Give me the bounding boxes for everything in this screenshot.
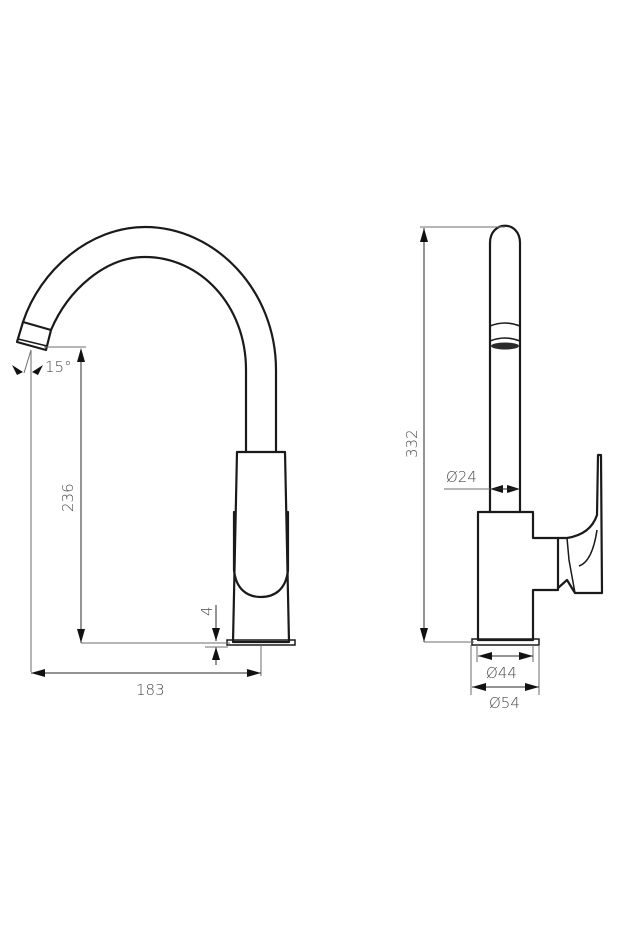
aerator-ring-upper (489, 322, 521, 327)
aerator-ring-mid (489, 337, 521, 342)
thickness-4-arrow-down (212, 628, 220, 641)
reach-183-arrow-right (247, 669, 261, 677)
height-332-arrow-top (420, 228, 428, 242)
side-view: 15° 236 4 183 (12, 225, 296, 699)
thickness-4-label: 4 (198, 606, 216, 616)
aerator-ring (17, 338, 48, 347)
aerator-tip (15, 320, 53, 352)
angle-label: 15° (45, 358, 72, 376)
thickness-4-arrow-up (212, 647, 220, 660)
height-332-label: 332 (403, 429, 421, 458)
dia-54-arrow-right (525, 683, 539, 691)
height-236-arrow-bottom (77, 629, 85, 643)
angle-arrow-right (32, 365, 43, 375)
dia-54-label: Ø54 (489, 694, 520, 712)
handle-lever (232, 510, 290, 599)
spout-tube (488, 224, 522, 514)
spout-outer-edge (21, 225, 278, 454)
faucet-body-front (476, 510, 560, 642)
angle-ref-line (23, 349, 32, 374)
faucet-body (231, 450, 291, 644)
handle-bevel (566, 537, 576, 594)
handle-curve (578, 529, 598, 567)
front-view: 332 Ø24 Ø44 Ø54 (403, 224, 604, 712)
height-332-arrow-bottom (420, 628, 428, 642)
reach-183-label: 183 (136, 681, 165, 699)
height-236-label: 236 (59, 483, 77, 512)
aerator-mesh (491, 342, 519, 350)
reach-183-arrow-left (31, 669, 45, 677)
handle-front (556, 453, 604, 595)
dia-44-arrow-left (478, 652, 492, 660)
dia-44-label: Ø44 (486, 664, 517, 682)
dia-54-arrow-left (472, 683, 486, 691)
spout-inner-edge (49, 255, 248, 454)
angle-arrow-left (12, 365, 23, 375)
dia-24-label: Ø24 (446, 468, 477, 486)
dia-44-arrow-right (519, 652, 533, 660)
height-236-arrow-top (77, 348, 85, 362)
